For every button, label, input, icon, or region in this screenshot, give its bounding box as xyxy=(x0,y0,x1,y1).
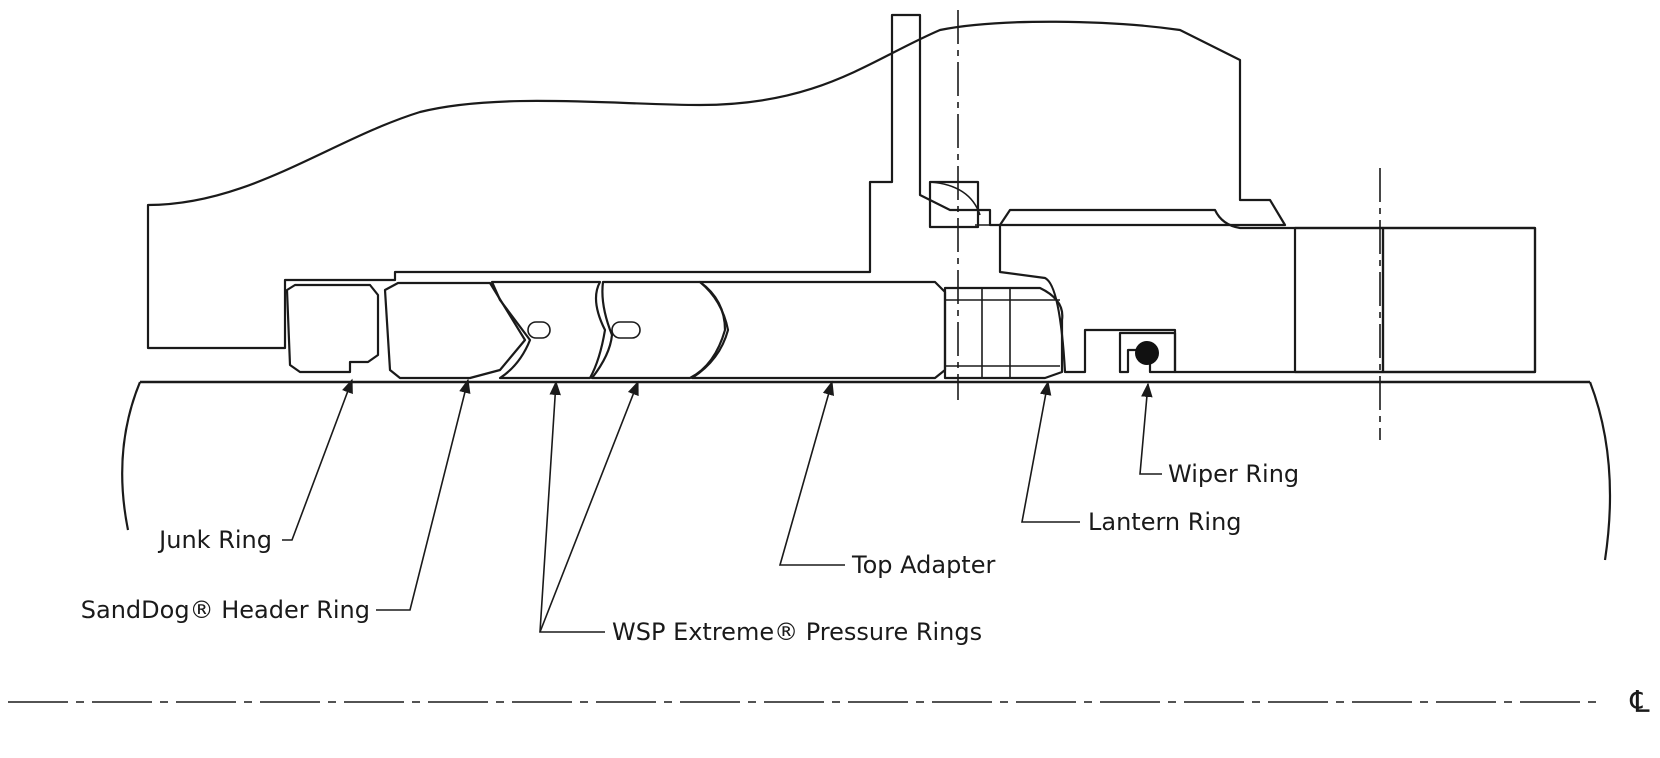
lantern-ring-part xyxy=(943,286,1064,380)
leader-lines xyxy=(282,378,1162,633)
wsp-pressure-ring-1 xyxy=(490,280,607,380)
centerline-symbol: ℄ xyxy=(1629,685,1650,720)
lantern-ring-leader xyxy=(1021,380,1080,523)
pressure-ring-leader-1 xyxy=(539,380,605,633)
top-adapter-part xyxy=(690,280,947,380)
wsp-pressure-rings-label: WSP Extreme® Pressure Rings xyxy=(612,618,982,646)
wsp-pressure-ring-2 xyxy=(527,280,727,380)
gland-follower xyxy=(998,208,1537,374)
lantern-port xyxy=(928,180,1000,229)
lantern-ring-label: Lantern Ring xyxy=(1088,508,1242,536)
wiper-ring-leader xyxy=(1139,382,1162,475)
wiper-ring-part xyxy=(1118,331,1177,374)
junk-ring-leader xyxy=(282,378,353,541)
pressure-ring-leader-2 xyxy=(539,380,639,633)
junk-ring-label: Junk Ring xyxy=(157,526,272,554)
junk-ring-part xyxy=(285,283,380,374)
header-ring-leader xyxy=(376,378,471,611)
shaft-outline xyxy=(121,380,1612,561)
top-adapter-leader xyxy=(778,380,845,566)
stuffing-box-housing xyxy=(146,13,1287,350)
wiper-ring-label: Wiper Ring xyxy=(1168,460,1299,488)
top-adapter-label: Top Adapter xyxy=(851,551,995,579)
sanddog-header-ring-part xyxy=(383,281,527,380)
sanddog-header-ring-label: SandDog® Header Ring xyxy=(81,596,370,624)
